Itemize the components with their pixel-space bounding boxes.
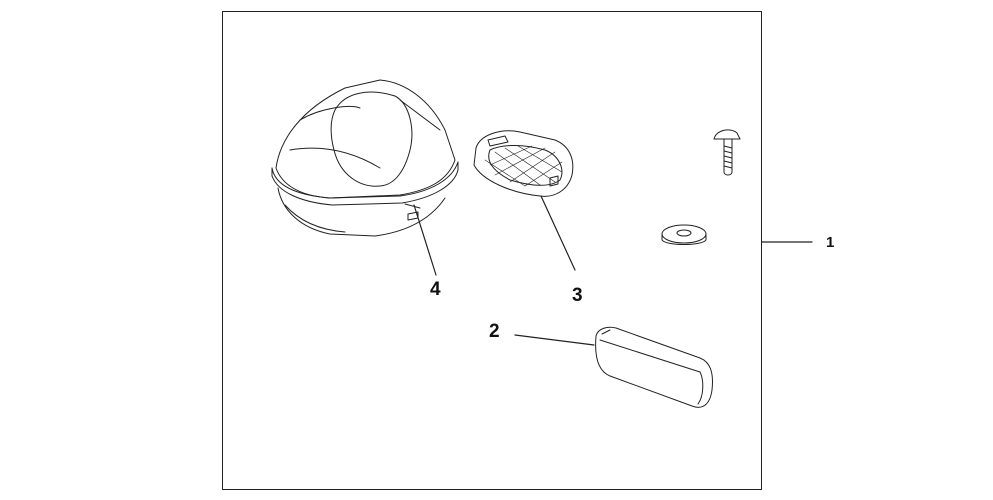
callout-3: 3 bbox=[572, 285, 583, 306]
callout-1: 1 bbox=[826, 234, 835, 251]
pad-part bbox=[514, 326, 713, 408]
callout-2: 2 bbox=[489, 321, 500, 342]
top-box-part bbox=[271, 79, 459, 276]
mat-part bbox=[473, 130, 576, 271]
callout-4: 4 bbox=[430, 279, 441, 300]
washer-part bbox=[661, 224, 707, 245]
bolt-part bbox=[713, 129, 741, 176]
diagram-frame bbox=[222, 11, 762, 490]
